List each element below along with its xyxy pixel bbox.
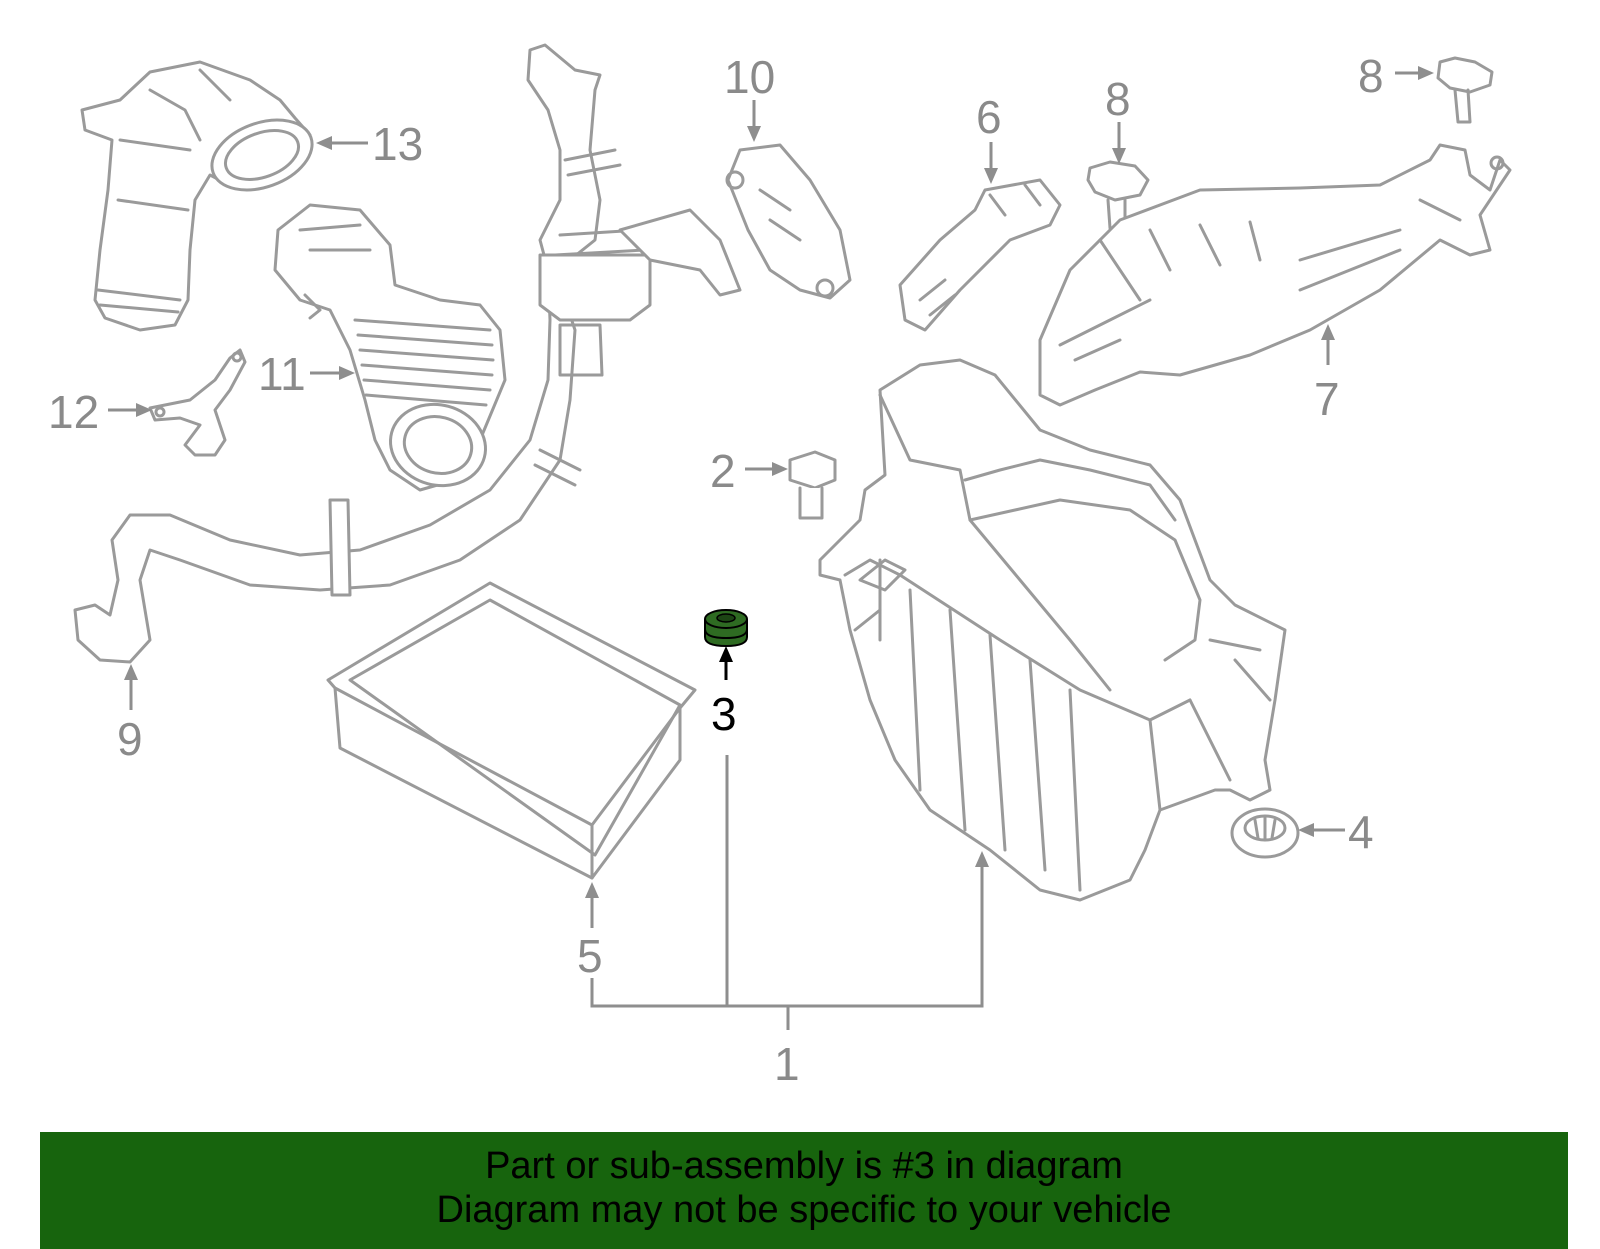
callout-1: 1 bbox=[774, 1038, 800, 1090]
banner-line-1: Part or sub-assembly is #3 in diagram bbox=[485, 1145, 1123, 1187]
part-3-highlighted-grommet bbox=[704, 609, 748, 648]
callout-9: 9 bbox=[117, 713, 143, 765]
part-2-bolt bbox=[788, 450, 837, 520]
callout-3-highlighted: 3 bbox=[711, 688, 737, 740]
part-5-air-filter bbox=[326, 581, 697, 880]
leader-lines bbox=[108, 66, 1434, 1030]
banner-line-2: Diagram may not be specific to your vehi… bbox=[436, 1189, 1172, 1231]
callout-11: 11 bbox=[258, 348, 306, 400]
part-7-air-cleaner-cover bbox=[1038, 143, 1512, 407]
part-13-air-duct bbox=[80, 60, 314, 332]
callout-2: 2 bbox=[710, 445, 736, 497]
info-banner: Part or sub-assembly is #3 in diagram Di… bbox=[40, 1132, 1568, 1249]
part-6-maf-sensor bbox=[898, 178, 1062, 332]
callout-13: 13 bbox=[372, 118, 423, 170]
callout-4: 4 bbox=[1348, 806, 1374, 858]
callout-12: 12 bbox=[48, 386, 99, 438]
part-1-air-cleaner-housing bbox=[818, 358, 1287, 902]
callout-8-lower: 8 bbox=[1105, 73, 1131, 125]
callout-7: 7 bbox=[1314, 373, 1340, 425]
callout-5: 5 bbox=[577, 930, 603, 982]
part-8-bolt-upper bbox=[1436, 56, 1494, 124]
callout-10: 10 bbox=[724, 51, 775, 103]
callout-6: 6 bbox=[976, 91, 1002, 143]
callout-8-upper: 8 bbox=[1358, 50, 1384, 102]
part-12-bracket bbox=[148, 348, 247, 457]
part-4-grommet bbox=[1230, 807, 1300, 859]
part-10-sensor bbox=[725, 143, 852, 300]
part-11-intake-boot bbox=[273, 203, 507, 492]
callouts: 13 11 12 10 6 8 8 7 2 9 4 5 1 3 bbox=[48, 50, 1384, 1090]
part-9-intake-hose bbox=[73, 43, 742, 664]
